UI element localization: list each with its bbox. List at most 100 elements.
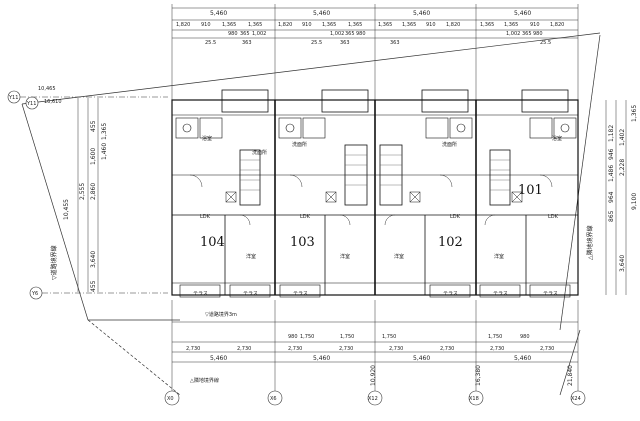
terrace-5: テラス [493, 291, 508, 297]
top-dim2-5: 1,820 [278, 22, 292, 28]
left-dim-1365: 1,365 [101, 123, 108, 140]
top-dim-1: 5,460 [210, 10, 227, 17]
bot-dim2-6: 2,730 [440, 346, 454, 352]
top-dim3-5: 365 [345, 31, 355, 37]
top-dim2-10: 1,365 [402, 22, 416, 28]
stair-treads [240, 154, 510, 191]
left-dim-3640: 3,640 [90, 251, 97, 268]
bed-label-103b: 洋室 [394, 253, 404, 260]
unit-101: 101 [518, 183, 543, 198]
right-dim-10: 9,100 [631, 193, 638, 210]
wash-label-102: 洗面所 [442, 141, 457, 148]
top-dim2-14: 1,365 [504, 22, 518, 28]
room-labels: LDK LDK LDK LDK 洋室 洋室 洋室 洋室 テラス テラス テラス … [193, 135, 562, 297]
bot-dim3-3: 5,460 [413, 355, 430, 362]
top-dim4-6: 25.5 [540, 40, 551, 46]
terrace-4: テラス [443, 291, 458, 297]
left-caption: ▽道路境界線 [50, 245, 58, 280]
road-caption: ▽道路境界3m [205, 311, 237, 318]
right-dim-2: 1,182 [608, 125, 615, 142]
right-caption: △隣地境界線 [586, 225, 594, 260]
axis-y6: Y6 [31, 291, 38, 297]
bath-label-104: 浴室 [202, 135, 212, 142]
axis-x0: X0 [167, 396, 174, 402]
bot-dim1-3: 1,750 [340, 334, 354, 340]
ldk-label-103: LDK [300, 214, 311, 220]
top-dim2-3: 1,365 [222, 22, 236, 28]
unit-102: 102 [438, 235, 463, 250]
top-dim3-1: 980 [228, 31, 238, 37]
right-dim-3: 1,402 [619, 129, 626, 146]
neighbor-caption: △隣地境界線 [190, 377, 219, 384]
ldk-label-101: LDK [548, 214, 559, 220]
stair-blocks [221, 89, 569, 206]
axis-y11a: Y11 [8, 95, 18, 101]
axis-x12: X12 [368, 396, 378, 402]
closets [225, 191, 523, 203]
top-dim4-3: 25.5 [311, 40, 322, 46]
left-dim-1: 10,465 [38, 86, 56, 92]
terrace-1: テラス [193, 291, 208, 297]
top-dim4-1: 25.5 [205, 40, 216, 46]
right-dim-lines [605, 100, 627, 295]
top-dim4-2: 363 [242, 40, 252, 46]
top-dim4-4: 363 [340, 40, 350, 46]
right-dim-8: 865 [608, 210, 615, 222]
top-dim2-15: 910 [530, 22, 540, 28]
terraces [179, 284, 571, 298]
top-dim2-6: 910 [302, 22, 312, 28]
door-swings [189, 174, 553, 226]
bottom-v2: 16,380 [475, 365, 482, 386]
wet-areas [175, 117, 577, 139]
bed-label-104: 洋室 [246, 253, 256, 260]
terrace-2: テラス [243, 291, 258, 297]
top-dim-2: 5,460 [313, 10, 330, 17]
top-dim3-4: 1,002 [330, 31, 344, 37]
left-dim-2: 16,610 [44, 99, 62, 105]
bot-dim1-2: 980 [288, 334, 298, 340]
left-dim-1600: 1,600 [90, 148, 97, 165]
left-dim-455a: 455 [90, 120, 97, 132]
bottom-v1: 10,920 [370, 365, 377, 386]
bot-dim1-1: 1,750 [300, 334, 314, 340]
left-label-2: 2,555 [79, 183, 86, 200]
bath-label-101: 浴室 [552, 135, 562, 142]
top-dim-4: 5,460 [514, 10, 531, 17]
unit-104: 104 [200, 235, 225, 250]
right-dim-7: 964 [608, 191, 615, 203]
ldk-label-104: LDK [200, 214, 211, 220]
axis-x18: X18 [469, 396, 479, 402]
bot-dim1-6: 1,750 [488, 334, 502, 340]
bed-label-103a: 洋室 [340, 253, 350, 260]
right-dim-5: 1,486 [608, 165, 615, 182]
bottom-axis-markers [164, 390, 586, 406]
bottom-dims-row2: 2,730 2,730 2,730 2,730 2,730 2,730 2,73… [186, 346, 554, 352]
top-dim2-16: 1,820 [550, 22, 564, 28]
bottom-v3: 21,840 [567, 365, 574, 386]
left-dim-lines [77, 98, 99, 292]
top-dim3-7: 1,002 [506, 31, 520, 37]
left-axis-markers [7, 90, 168, 300]
left-dim-455b: 455 [90, 280, 97, 292]
top-dim3-8: 365 [522, 31, 532, 37]
site-boundary [21, 32, 601, 396]
bot-dim2-5: 2,730 [389, 346, 403, 352]
top-dim3-6: 980 [356, 31, 366, 37]
bottom-dims-row3: 5,460 5,460 5,460 5,460 [210, 355, 531, 362]
top-dim2-13: 1,365 [480, 22, 494, 28]
top-dim3-9: 980 [533, 31, 543, 37]
top-dim-3: 5,460 [413, 10, 430, 17]
bot-dim1-4: 1,750 [382, 334, 396, 340]
axis-x6: X6 [270, 396, 277, 402]
bot-dim2-1: 2,730 [186, 346, 200, 352]
top-dim2-7: 1,365 [322, 22, 336, 28]
top-dim3-3: 1,002 [252, 31, 266, 37]
axis-y11b: Y11 [26, 101, 36, 107]
bot-dim3-2: 5,460 [313, 355, 330, 362]
left-dim-2860: 2,860 [90, 183, 97, 200]
left-dim-1460: 1,460 [101, 143, 108, 160]
ldk-label-102: LDK [450, 214, 461, 220]
top-dim2-1: 1,820 [176, 22, 190, 28]
top-dim2-2: 910 [201, 22, 211, 28]
